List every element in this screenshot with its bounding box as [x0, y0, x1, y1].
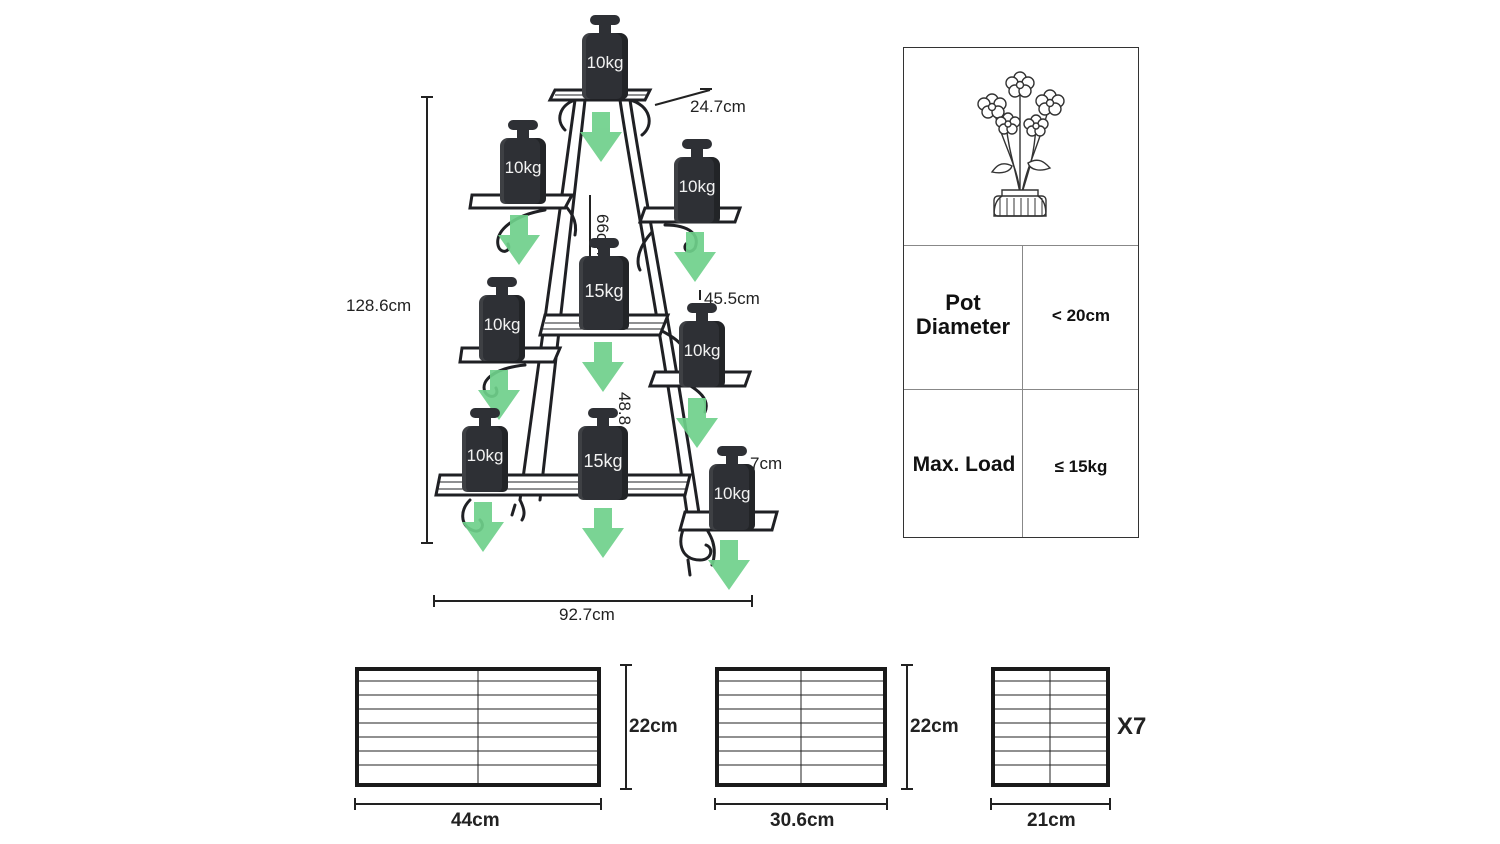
shelf-medium-width-ruler: [714, 798, 888, 810]
max-load-label: Max. Load: [912, 453, 1016, 476]
weight-top: 10kg: [582, 15, 628, 99]
weight-label: 10kg: [674, 157, 720, 223]
top-depth-label: 24.7cm: [690, 97, 746, 116]
weight-label: 10kg: [462, 426, 508, 492]
weight-label: 10kg: [500, 138, 546, 204]
shelf-slats: [359, 671, 597, 783]
shelf-large: [355, 667, 601, 787]
middle-gap-label: 45.5cm: [704, 289, 760, 308]
weight-label: 15kg: [578, 426, 628, 500]
weight-left-middle: 10kg: [479, 277, 525, 361]
side-gap-label: 7cm: [750, 454, 783, 473]
shelf-small-width-ruler: [990, 798, 1111, 810]
weight-label: 10kg: [679, 321, 725, 387]
shelf-medium-depth-ruler: [901, 664, 913, 790]
weight-left-upper: 10kg: [500, 120, 546, 204]
shelf-slats: [719, 671, 883, 783]
weight-center-middle: 15kg: [579, 238, 629, 330]
shelf-medium-width-label: 30.6cm: [770, 810, 835, 831]
weight-label: 10kg: [709, 464, 755, 530]
shelf-slats: [995, 671, 1106, 783]
weight-center-lower: 15kg: [578, 408, 628, 500]
width-label: 92.7cm: [559, 605, 615, 624]
weight-right-upper: 10kg: [674, 139, 720, 223]
shelf-large-depth-ruler: [620, 664, 632, 790]
max-load-value: ≤ 15kg: [1054, 457, 1108, 476]
weight-label: 10kg: [479, 295, 525, 361]
plant-stand-diagram: 128.6cm 92.7cm 24.7cm 66cm 45.5cm 48.8 7…: [0, 0, 880, 640]
flower-vase-icon: [977, 71, 1065, 217]
weight-right-middle: 10kg: [679, 303, 725, 387]
shelf-large-depth-label: 22cm: [629, 716, 678, 737]
table-divider: [1022, 245, 1023, 537]
pot-diameter-value: < 20cm: [1051, 306, 1111, 325]
weight-left-lower: 10kg: [462, 408, 508, 492]
shelf-medium: [715, 667, 887, 787]
table-divider: [904, 245, 1138, 246]
weight-label: 10kg: [582, 33, 628, 99]
shelf-large-width-ruler: [354, 798, 602, 810]
pot-diameter-label: Pot Diameter: [915, 290, 1011, 339]
shelf-small-width-label: 21cm: [1027, 810, 1076, 831]
shelf-large-width-label: 44cm: [451, 810, 500, 831]
height-ruler: [421, 96, 433, 544]
weight-right-lower: 10kg: [709, 446, 755, 530]
table-divider: [904, 389, 1138, 390]
weight-label: 15kg: [579, 256, 629, 330]
height-label: 128.6cm: [346, 296, 412, 315]
width-ruler: [433, 595, 753, 607]
spec-table: Pot Diameter < 20cm Max. Load ≤ 15kg: [903, 47, 1139, 538]
shelf-medium-depth-label: 22cm: [910, 716, 959, 737]
shelf-small-quantity: X7: [1117, 713, 1147, 740]
shelf-small: [991, 667, 1110, 787]
stand-frame: [434, 88, 779, 590]
